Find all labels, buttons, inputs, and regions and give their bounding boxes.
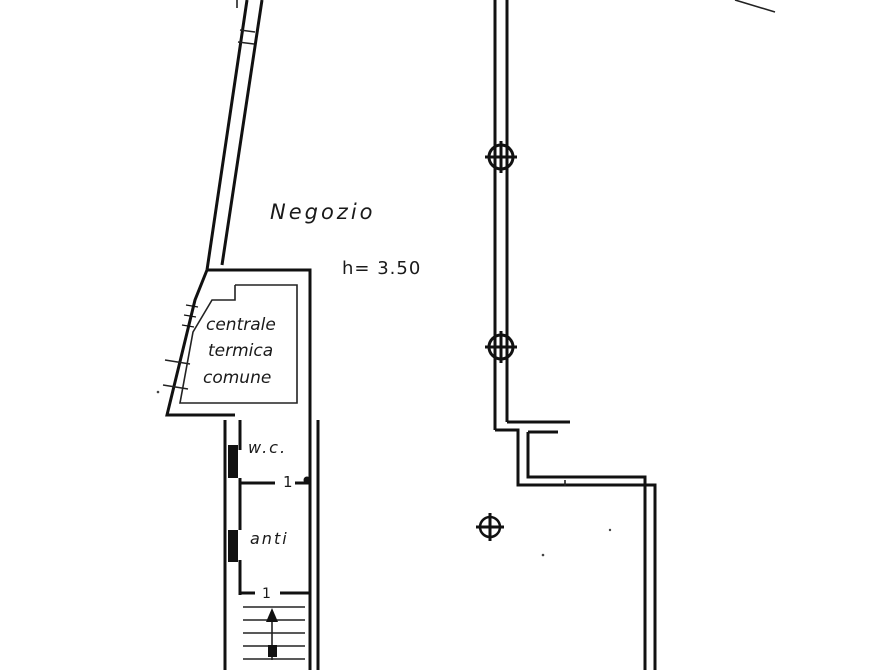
column-top [485,141,517,173]
technical-room-label-line1: centrale [206,315,276,335]
ceiling-height-label: h= 3.50 [342,258,422,279]
scan-specks [156,390,612,557]
column-lower [476,513,504,541]
door-number-wc: 1 [283,473,293,491]
technical-room-label-line2: termica [208,341,274,361]
anteroom-label: anti [250,529,289,548]
staircase [243,606,305,660]
door-number-stairs: 1 [262,586,271,602]
wc-anti-walls [223,420,320,670]
technical-room-label-line3: comune [203,368,272,388]
door-jamb-wc [228,445,238,478]
centrale-termica-walls [162,268,312,420]
column-middle [485,331,517,363]
left-slanted-wall [205,0,264,271]
room-label-negozio: Negozio [270,200,376,224]
door-jamb-anti [228,530,238,562]
right-wall [493,0,776,670]
wc-label: w.c. [248,438,288,457]
